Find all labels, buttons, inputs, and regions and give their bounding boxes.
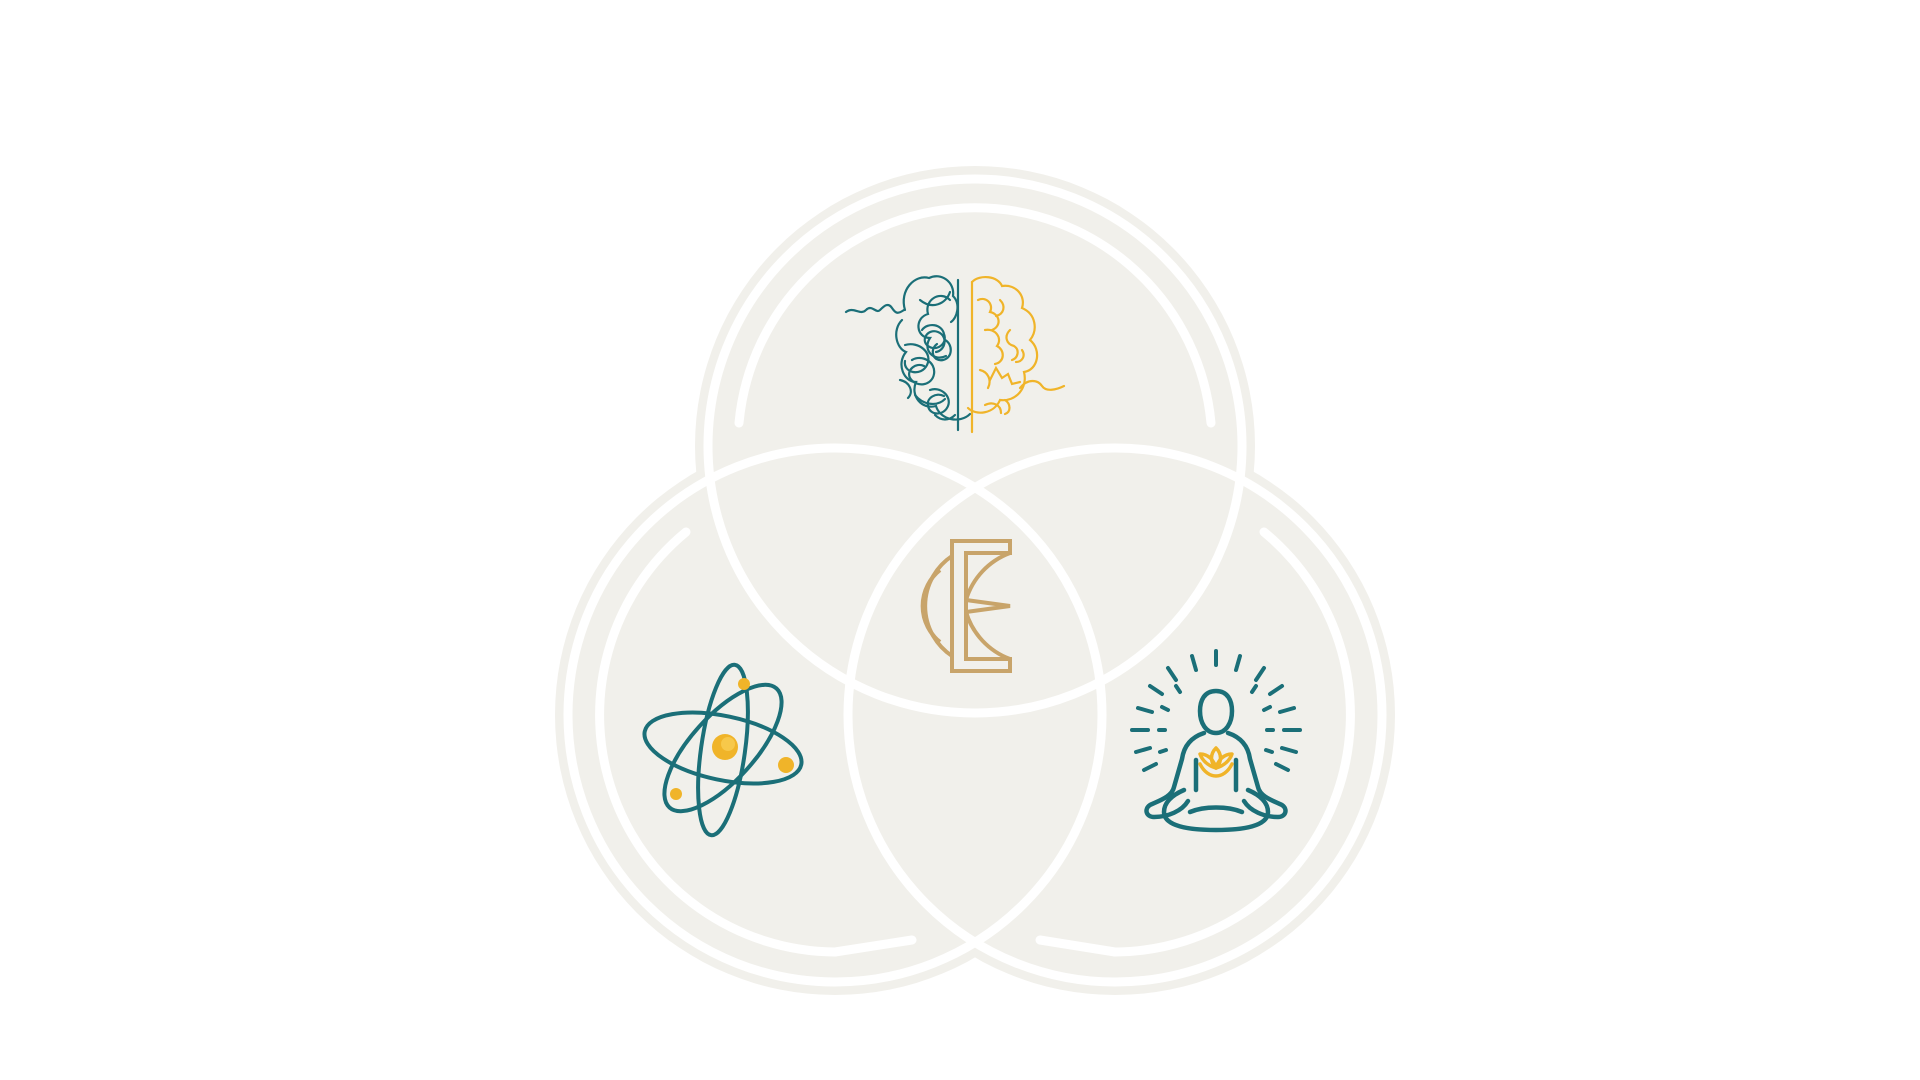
meditation-icon bbox=[1130, 649, 1302, 833]
brain-right-hemisphere bbox=[966, 276, 1066, 434]
brain-left-hemisphere bbox=[844, 275, 972, 432]
meditation-legs bbox=[1161, 787, 1271, 833]
arc-bottom-right-upper bbox=[1110, 527, 1355, 957]
circle-outlines bbox=[563, 174, 1387, 987]
circle-fills bbox=[555, 166, 1395, 995]
arc-bottom-left-upper bbox=[595, 527, 840, 957]
arc-top bbox=[734, 203, 1216, 428]
meditation-arms-inner bbox=[1193, 757, 1239, 793]
atom-icon bbox=[642, 662, 804, 838]
outline-top bbox=[703, 174, 1247, 718]
meditation-head bbox=[1197, 688, 1235, 736]
brain-icon bbox=[844, 275, 1066, 434]
logo-e-icon bbox=[920, 539, 1012, 673]
outline-bottom-right bbox=[843, 443, 1387, 987]
outline-bottom-left bbox=[563, 443, 1107, 987]
circle-bottom-right bbox=[835, 435, 1395, 995]
lotus-icon bbox=[1198, 746, 1234, 778]
inner-arcs bbox=[595, 203, 1355, 957]
arc-bottom-right-lower bbox=[1035, 935, 1120, 957]
arc-bottom-left-lower bbox=[830, 935, 917, 957]
aura-rays bbox=[1130, 649, 1302, 772]
